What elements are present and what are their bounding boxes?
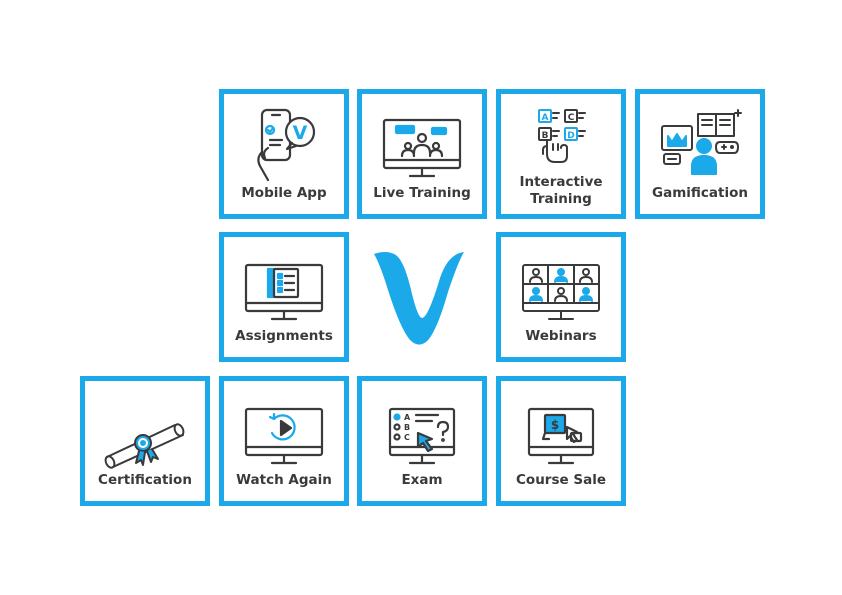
tile-label: Mobile App: [241, 185, 327, 201]
tile-course-sale[interactable]: $ Course Sale: [496, 376, 626, 506]
gamification-icon: [661, 109, 742, 175]
watch-again-icon: [244, 407, 324, 465]
mobile-app-icon: V: [257, 108, 316, 182]
svg-text:B: B: [404, 423, 410, 432]
svg-text:C: C: [404, 433, 410, 442]
tile-label: Webinars: [525, 328, 597, 344]
course-sale-icon: $: [527, 407, 595, 465]
interactive-training-icon: A C B D: [538, 109, 586, 163]
tile-label: Assignments: [235, 328, 333, 344]
assignments-icon: [244, 263, 324, 321]
svg-text:B: B: [542, 131, 549, 141]
v-logo: [374, 252, 464, 345]
tile-mobile-app[interactable]: V Mobile App: [219, 89, 349, 219]
tile-gamification[interactable]: Gamification: [635, 89, 765, 219]
live-training-icon: [382, 118, 462, 178]
webinars-icon: [522, 264, 600, 320]
tile-label: Interactive Training: [519, 174, 603, 207]
tile-live-training[interactable]: Live Training: [357, 89, 487, 219]
svg-text:$: $: [551, 418, 559, 432]
mobile-v-letter: V: [293, 122, 308, 144]
tile-certification[interactable]: Certification: [80, 376, 210, 506]
tile-label: Watch Again: [236, 472, 332, 488]
svg-text:D: D: [567, 131, 574, 141]
exam-icon: A B C: [388, 407, 456, 465]
tile-label: Exam: [401, 472, 443, 488]
tile-interactive-training[interactable]: A C B D Interactive Training: [496, 89, 626, 219]
tile-label: Gamification: [652, 185, 748, 201]
tile-webinars[interactable]: Webinars: [496, 232, 626, 362]
tile-assignments[interactable]: Assignments: [219, 232, 349, 362]
tile-watch-again[interactable]: Watch Again: [219, 376, 349, 506]
tile-label: Certification: [98, 472, 192, 488]
tile-exam[interactable]: A B C Exam: [357, 376, 487, 506]
svg-text:C: C: [568, 113, 575, 123]
svg-text:A: A: [404, 413, 411, 422]
certificate-scroll-icon: [104, 423, 185, 469]
tile-label: Course Sale: [516, 472, 606, 488]
svg-text:A: A: [542, 113, 549, 123]
tile-label: Live Training: [373, 185, 471, 201]
